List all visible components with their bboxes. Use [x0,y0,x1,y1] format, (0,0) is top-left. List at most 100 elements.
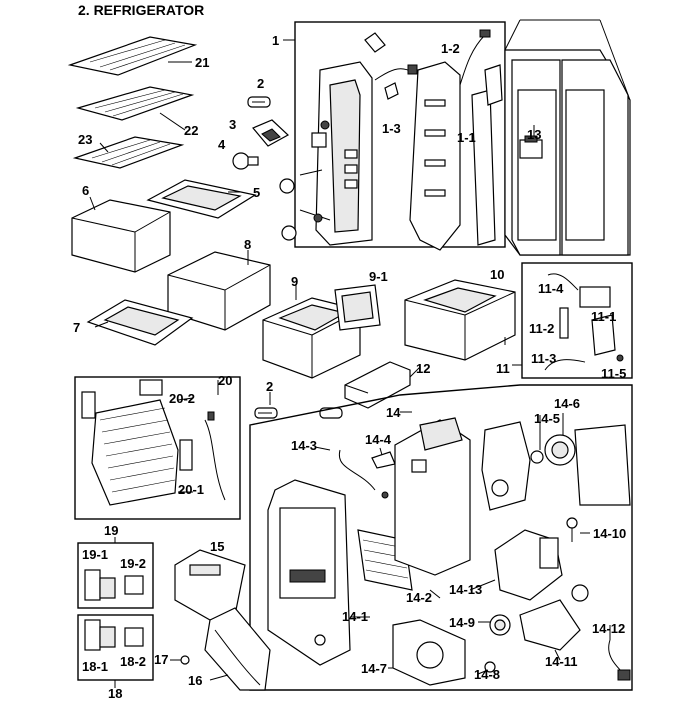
part-14-4-clip [371,451,396,469]
label-part-14-3: 14-3 [291,438,318,453]
label-part-18-2: 18-2 [120,654,147,669]
label-part-13: 13 [527,127,542,142]
label-part-19: 19 [104,523,119,538]
part-14-dispenser-housing [394,417,471,576]
label-part-1-2: 1-2 [441,41,460,56]
part-14-12-harness [608,639,631,681]
label-part-6: 6 [82,183,90,198]
label-part-18-1: 18-1 [82,659,109,674]
label-part-8: 8 [244,237,252,252]
label-part-14-1: 14-1 [342,609,369,624]
part-22-shelf [75,86,195,121]
part-14-3-wire [338,449,389,499]
part-7-cover [86,299,194,346]
diagram-title: 2. REFRIGERATOR [78,2,205,18]
part-11-controls [544,273,624,371]
label-part-14: 14 [386,405,401,420]
label-part-14-6: 14-6 [554,396,581,411]
part-6-drawer [71,199,171,273]
part-9-1-panel [334,284,381,331]
leader-lines [89,61,611,681]
label-part-14-11: 14-11 [545,654,578,669]
part-19-items [84,569,144,601]
label-part-20: 20 [218,373,233,388]
label-part-14-5: 14-5 [534,411,561,426]
part-1-2-harness [374,29,491,86]
part-8-drawer [167,251,271,331]
label-part-14-10: 14-10 [593,526,627,541]
part-14-7-plate [392,619,466,686]
part-16-chute [204,607,271,691]
label-part-14-4: 14-4 [365,432,392,447]
part-23-shelf [72,136,185,169]
label-part-21: 21 [195,55,210,70]
label-part-14-9: 14-9 [449,615,476,630]
part-14-auger-housing [481,421,531,511]
label-part-16: 16 [188,673,203,688]
label-part-11-2: 11-2 [529,321,555,336]
label-part-19-1: 19-1 [82,547,109,562]
part-18-items [84,619,144,651]
part-14-1-panel [267,479,351,666]
label-part-2-upper: 2 [257,76,265,91]
label-part-2-lower: 2 [266,379,274,394]
label-part-18: 18 [108,686,123,701]
part-20-evaporator [81,379,226,506]
part-14-13-motor [494,529,563,601]
label-part-1: 1 [272,33,280,48]
label-part-1-1: 1-1 [457,130,476,145]
part-4-knob [232,152,259,170]
label-part-19-2: 19-2 [120,556,147,571]
part-14-back-plate [574,424,631,506]
part-14-10-screw [566,517,578,542]
label-part-22: 22 [184,123,199,138]
label-part-14-2: 14-2 [406,590,433,605]
frame-assembly-20 [74,376,241,520]
part-14-11-duct [519,584,589,651]
label-part-4: 4 [218,137,226,152]
label-part-14-13: 14-13 [449,582,483,597]
part-9-drawer [262,297,361,379]
part-14-6-motor-cover [544,434,576,466]
label-part-9: 9 [291,274,299,289]
label-part-11-4: 11-4 [538,281,564,296]
part-14-5-gear [530,450,544,464]
part-10-housing [404,279,516,361]
refrigerator-cabinet [504,19,631,256]
frame-assembly-11 [521,262,633,379]
part-5-cover [146,179,257,219]
label-part-3: 3 [229,117,237,132]
label-part-7: 7 [73,320,81,335]
part-1-1-insulation [471,64,503,246]
part-2-bulb-upper [247,96,271,108]
label-part-12: 12 [416,361,431,376]
label-part-20-2: 20-2 [169,391,196,406]
label-part-14-12: 14-12 [592,621,626,636]
label-part-9-1: 9-1 [369,269,388,284]
part-12-bin [344,361,411,409]
label-part-23: 23 [78,132,93,147]
label-part-5: 5 [253,185,261,200]
part-1-small-plates [364,32,399,100]
label-part-10: 10 [490,267,505,282]
label-part-20-1: 20-1 [178,482,205,497]
part-21-shelf [67,36,198,76]
part-13-switch [519,125,543,159]
label-part-11-1: 11-1 [591,309,617,324]
label-part-11-5: 11-5 [601,366,627,381]
part-17-screw [170,655,190,665]
part-1-3-duct [409,61,461,251]
label-part-14-7: 14-7 [361,661,388,676]
label-part-15: 15 [210,539,225,554]
part-1-housing [279,61,373,246]
part-3-button [252,119,290,147]
part-14-8-screw [484,661,496,673]
label-part-14-8: 14-8 [474,667,501,682]
label-part-11: 11 [496,361,510,376]
label-part-1-3: 1-3 [382,121,401,136]
label-part-11-3: 11-3 [531,351,557,366]
label-part-17: 17 [154,652,169,667]
part-14-9-ring [489,614,511,636]
